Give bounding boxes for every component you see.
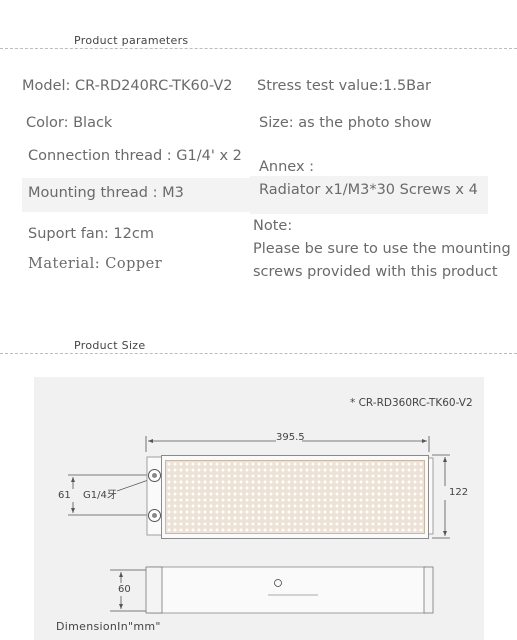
param-stress-test: Stress test value:1.5Bar [257, 78, 431, 94]
thread-label: G1/4牙 [83, 490, 117, 501]
diagram-model-code: * CR-RD360RC-TK60-V2 [350, 397, 473, 409]
param-note-line-1: Please be sure to use the mounting [253, 241, 511, 257]
bottom-port-icon [148, 509, 161, 522]
param-annex-value: Radiator x1/M3*30 Screws x 4 [259, 182, 478, 198]
param-connection-thread: Connection thread : G1/4' x 2 [28, 148, 242, 164]
product-size-title: Product Size [74, 339, 146, 352]
param-material: Material: Copper [28, 256, 163, 272]
section-divider [0, 48, 517, 49]
param-mounting-thread: Mounting thread : M3 [28, 185, 184, 201]
param-note-label: Note: [253, 218, 293, 234]
param-note-line-2: screws provided with this product [253, 264, 498, 280]
param-support-fan: Suport fan: 12cm [28, 226, 154, 242]
dimension-units-label: DimensionIn"mm" [56, 620, 161, 633]
row-band-right [250, 176, 488, 214]
param-color: Color: Black [26, 115, 113, 131]
param-size: Size: as the photo show [259, 115, 432, 131]
length-dimension-label: 395.5 [276, 432, 305, 443]
product-parameters-title: Product parameters [74, 34, 189, 47]
thickness-dimension-label: 60 [118, 584, 131, 595]
height-dimension-label: 122 [449, 487, 469, 498]
row-band-left [22, 178, 250, 212]
radiator-fin-core [165, 460, 425, 534]
param-model: Model: CR-RD240RC-TK60-V2 [22, 78, 233, 94]
section-divider [0, 353, 517, 354]
port-spacing-label: 61 [58, 490, 71, 501]
top-port-icon [148, 469, 161, 482]
param-annex-label: Annex : [259, 159, 315, 175]
